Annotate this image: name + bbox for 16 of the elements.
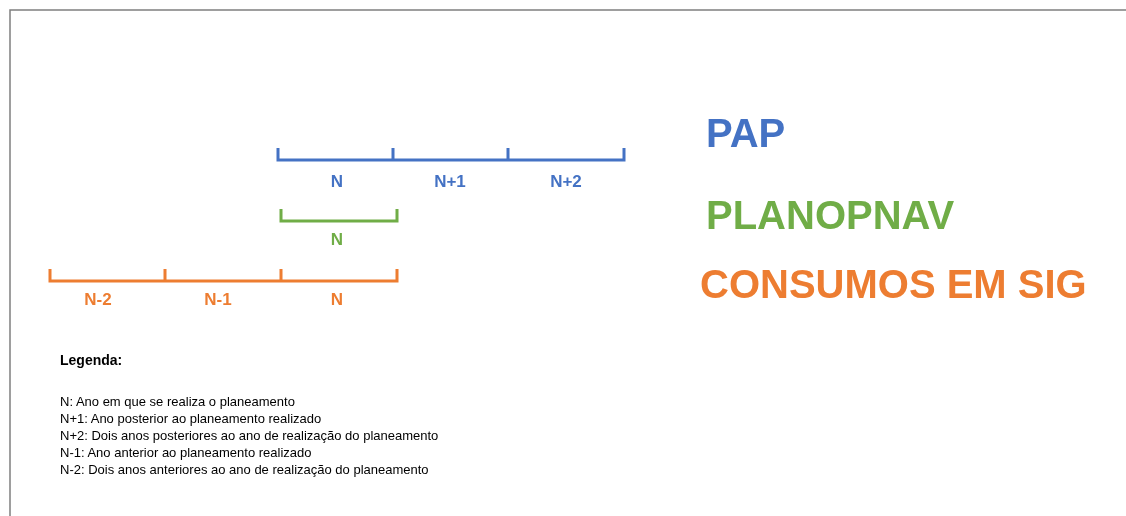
legend-text: N-1: Ano anterior ao planeamento realizado <box>60 446 312 459</box>
legend-text: N: Ano em que se realiza o planeamento <box>60 395 295 408</box>
year-label: N-2 <box>84 291 112 308</box>
year-label: N <box>330 291 344 308</box>
year-label: N <box>330 173 344 190</box>
series-title: PLANOPNAV <box>706 195 955 235</box>
year-label: N+2 <box>550 173 582 190</box>
legend-text: N+2: Dois anos posteriores ao ano de realização do planeamento <box>60 429 439 442</box>
legend-heading: Legenda: <box>60 353 123 367</box>
legend-text: N+1: Ano posterior ao planeamento realizado <box>60 412 322 425</box>
legend-text: N-2: Dois anos anteriores ao ano de realização do planeamento <box>60 463 429 476</box>
year-label: N+1 <box>434 173 466 190</box>
series-title: PAP <box>706 113 786 153</box>
year-label: N-1 <box>204 291 232 308</box>
year-label: N <box>330 231 344 248</box>
series-title: CONSUMOS EM SIG <box>700 264 1087 304</box>
